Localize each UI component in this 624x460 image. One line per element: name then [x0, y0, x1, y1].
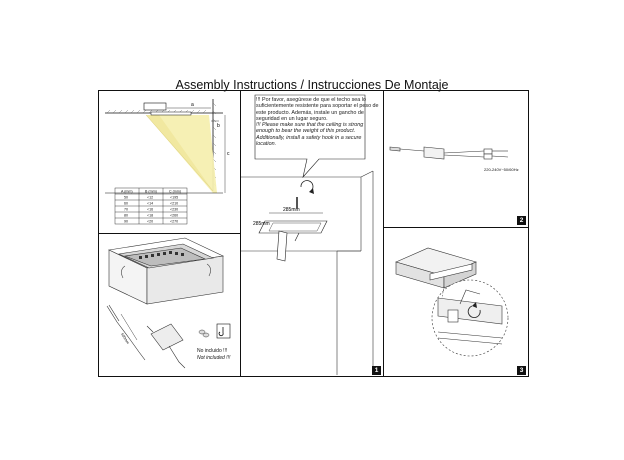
table-cell: 90 — [124, 220, 128, 224]
cutout-height-label: 285mm — [253, 221, 270, 227]
cutout-width-label: 285mm — [283, 207, 300, 213]
not-included-en: Not included !!! — [197, 355, 231, 361]
hook-icon — [218, 327, 224, 337]
safety-note-en: !!! Please make sure that the ceiling is… — [256, 122, 364, 148]
ceiling-cutout-diagram: 285mm 285mm — [241, 94, 374, 375]
divider-right-row — [383, 227, 529, 229]
screw-anchor-icon — [198, 329, 210, 338]
dim-c-label: c — [227, 151, 230, 157]
driver-wiring-diagram: 220-240V~50/60Hz — [389, 146, 519, 172]
table-cell: 70 — [124, 208, 128, 212]
distance-table — [114, 187, 188, 225]
table-cell: <195 — [170, 196, 178, 200]
table-header-c: C (mm) — [169, 190, 181, 194]
safety-note-es: !!! Por favor, asegúrese de que el techo… — [256, 97, 379, 122]
table-cell: <18 — [147, 214, 153, 218]
table-cell: <260 — [170, 214, 178, 218]
table-cell: <230 — [170, 208, 178, 212]
table-cell: <210 — [170, 202, 178, 206]
illumination-diagram: a c b A (mm) B (mm) C (mm) 50 <12 <195 6… — [105, 99, 230, 225]
table-cell: 80 — [124, 214, 128, 218]
table-header-b: B (mm) — [145, 190, 157, 194]
rotate-arrow-icon — [472, 302, 477, 308]
divider-right — [383, 90, 385, 377]
table-cell: 60 — [124, 202, 128, 206]
divider-left-row — [98, 233, 241, 235]
safety-note: !!! Por favor, asegúrese de que el techo… — [256, 97, 382, 147]
cable-length-label: 600mm — [120, 332, 130, 344]
table-cell: <20 — [147, 220, 153, 224]
driver-voltage-label: 220-240V~50/60Hz — [484, 167, 519, 172]
page-title: Assembly Instructions / Instrucciones De… — [175, 78, 449, 92]
rotate-arrow-icon — [300, 180, 314, 192]
panel-number-2: 2 — [517, 216, 526, 225]
table-cell: <12 — [147, 196, 153, 200]
dim-b-label: b — [217, 123, 220, 129]
dim-a-label: a — [191, 102, 194, 108]
installation-diagram — [395, 247, 509, 357]
led-driver — [106, 304, 186, 369]
table-header-a: A (mm) — [121, 190, 133, 194]
panel-number-3: 3 — [517, 366, 526, 375]
downlight-fixture — [107, 237, 225, 305]
product-parts-illustration: 600mm No incluido !!! Not included !!! — [106, 237, 231, 369]
table-cell: <14 — [147, 202, 153, 206]
table-cell: 50 — [124, 196, 128, 200]
saw-tool-icon — [276, 230, 288, 262]
not-included-es: No incluido !!! — [197, 348, 227, 354]
panel-number-1: 1 — [372, 366, 381, 375]
table-cell: <270 — [170, 220, 178, 224]
screw-icon — [296, 197, 298, 209]
table-cell: <16 — [147, 208, 153, 212]
